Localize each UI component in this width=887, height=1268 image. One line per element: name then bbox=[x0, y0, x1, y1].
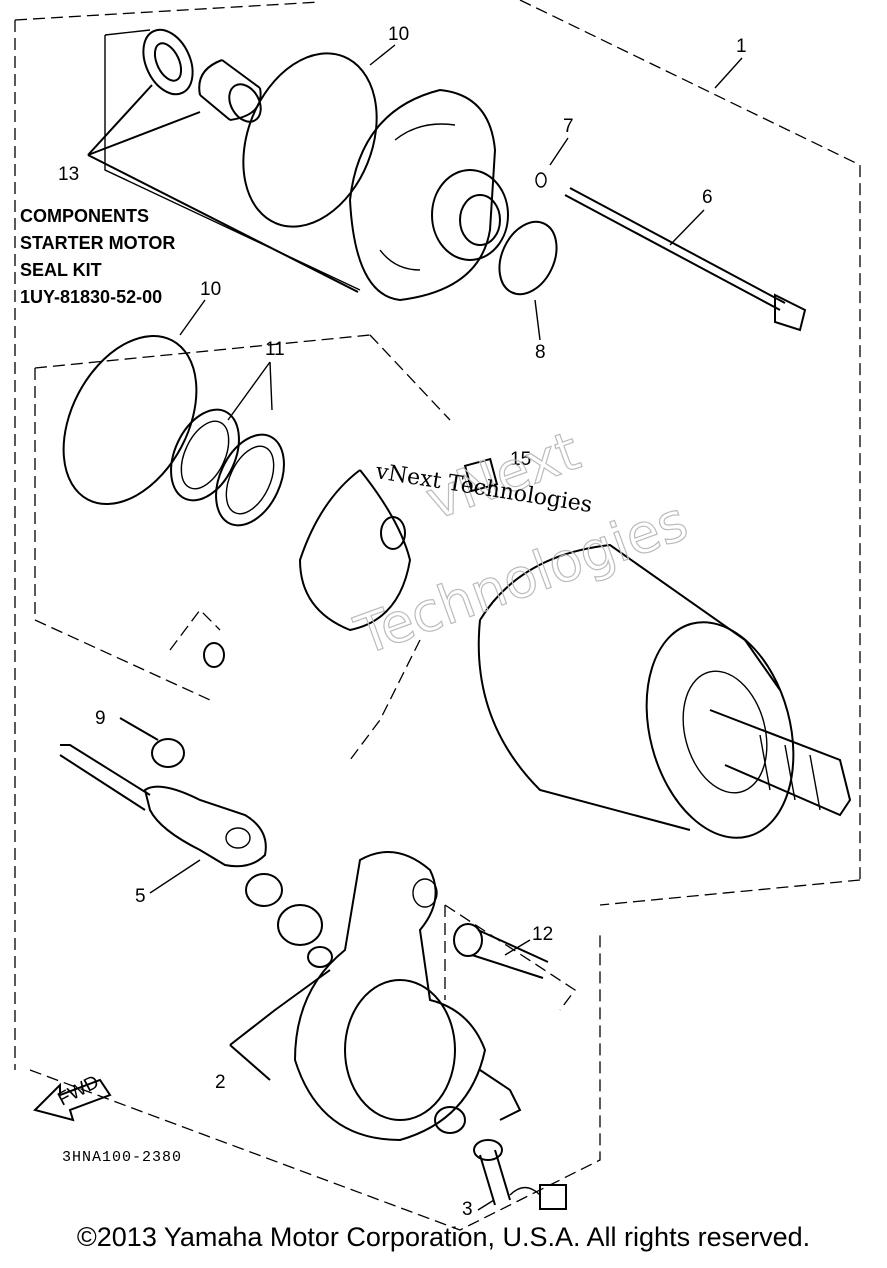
kit-label-line3: SEAL KIT bbox=[20, 260, 102, 280]
washer-a-part bbox=[245, 873, 283, 907]
bushing-part bbox=[198, 59, 262, 123]
o-ring-10-mid-part bbox=[62, 334, 198, 506]
oil-seal-part bbox=[142, 28, 194, 96]
pin-9-part bbox=[119, 717, 159, 741]
part-label-1: 1 bbox=[736, 36, 747, 57]
kit-label-line1: COMPONENTS bbox=[20, 206, 149, 226]
terminal-bolt-3-part bbox=[473, 1139, 567, 1210]
kit-label-line2: STARTER MOTOR bbox=[20, 233, 175, 253]
part-label-12: 12 bbox=[532, 924, 553, 945]
yoke-armature-part bbox=[477, 543, 852, 839]
watermark-big-bottom: Technologies bbox=[347, 489, 695, 667]
part-label-2: 2 bbox=[215, 1072, 226, 1093]
part-label-6: 6 bbox=[702, 187, 713, 208]
fwd-label: FWD bbox=[54, 1072, 102, 1111]
terminal-rod-part bbox=[59, 744, 267, 868]
front-cover-group bbox=[87, 28, 807, 332]
shim-washers-part bbox=[170, 408, 285, 527]
brush-plate-group bbox=[62, 334, 499, 668]
watermark: vNext Technologies vNext Technologies bbox=[346, 418, 696, 668]
rear-cover-group bbox=[59, 717, 567, 1210]
nut-9-part bbox=[151, 738, 185, 768]
part-label-10-mid: 10 bbox=[200, 279, 221, 300]
part-label-10-top: 10 bbox=[388, 24, 409, 45]
front-cover-housing-part bbox=[349, 88, 509, 302]
part-label-9: 9 bbox=[95, 708, 106, 729]
small-nut-part bbox=[203, 642, 225, 668]
o-ring-small-part bbox=[307, 946, 333, 968]
kit-label-line4: 1UY-81830-52-00 bbox=[20, 287, 162, 307]
screw-12-part bbox=[453, 923, 549, 979]
through-bolt-part bbox=[564, 187, 807, 332]
part-label-15: 15 bbox=[510, 449, 531, 470]
part-label-13: 13 bbox=[58, 164, 79, 185]
part-label-3: 3 bbox=[462, 1199, 473, 1220]
washer-b-part bbox=[277, 904, 323, 946]
brush-plate-part bbox=[298, 469, 412, 632]
rear-cover-housing-part bbox=[293, 851, 522, 1142]
washer-7-part bbox=[535, 172, 547, 188]
o-ring-10-top-part bbox=[242, 52, 378, 228]
diagram-code: 3HNA100-2380 bbox=[62, 1149, 182, 1166]
brush-block-15-part bbox=[463, 457, 499, 493]
o-ring-8-part bbox=[498, 220, 558, 296]
part-number-labels: 1 10 7 6 13 8 10 11 15 9 5 12 2 3 bbox=[58, 24, 747, 1220]
part-label-5: 5 bbox=[135, 886, 146, 907]
part-label-7: 7 bbox=[563, 116, 574, 137]
part-label-11: 11 bbox=[265, 339, 285, 360]
seal-kit-label: COMPONENTS STARTER MOTOR SEAL KIT 1UY-81… bbox=[20, 206, 175, 307]
part-label-8: 8 bbox=[535, 342, 546, 363]
assembly-outline bbox=[14, 0, 861, 1231]
copyright-notice: ©2013 Yamaha Motor Corporation, U.S.A. A… bbox=[76, 1222, 811, 1252]
